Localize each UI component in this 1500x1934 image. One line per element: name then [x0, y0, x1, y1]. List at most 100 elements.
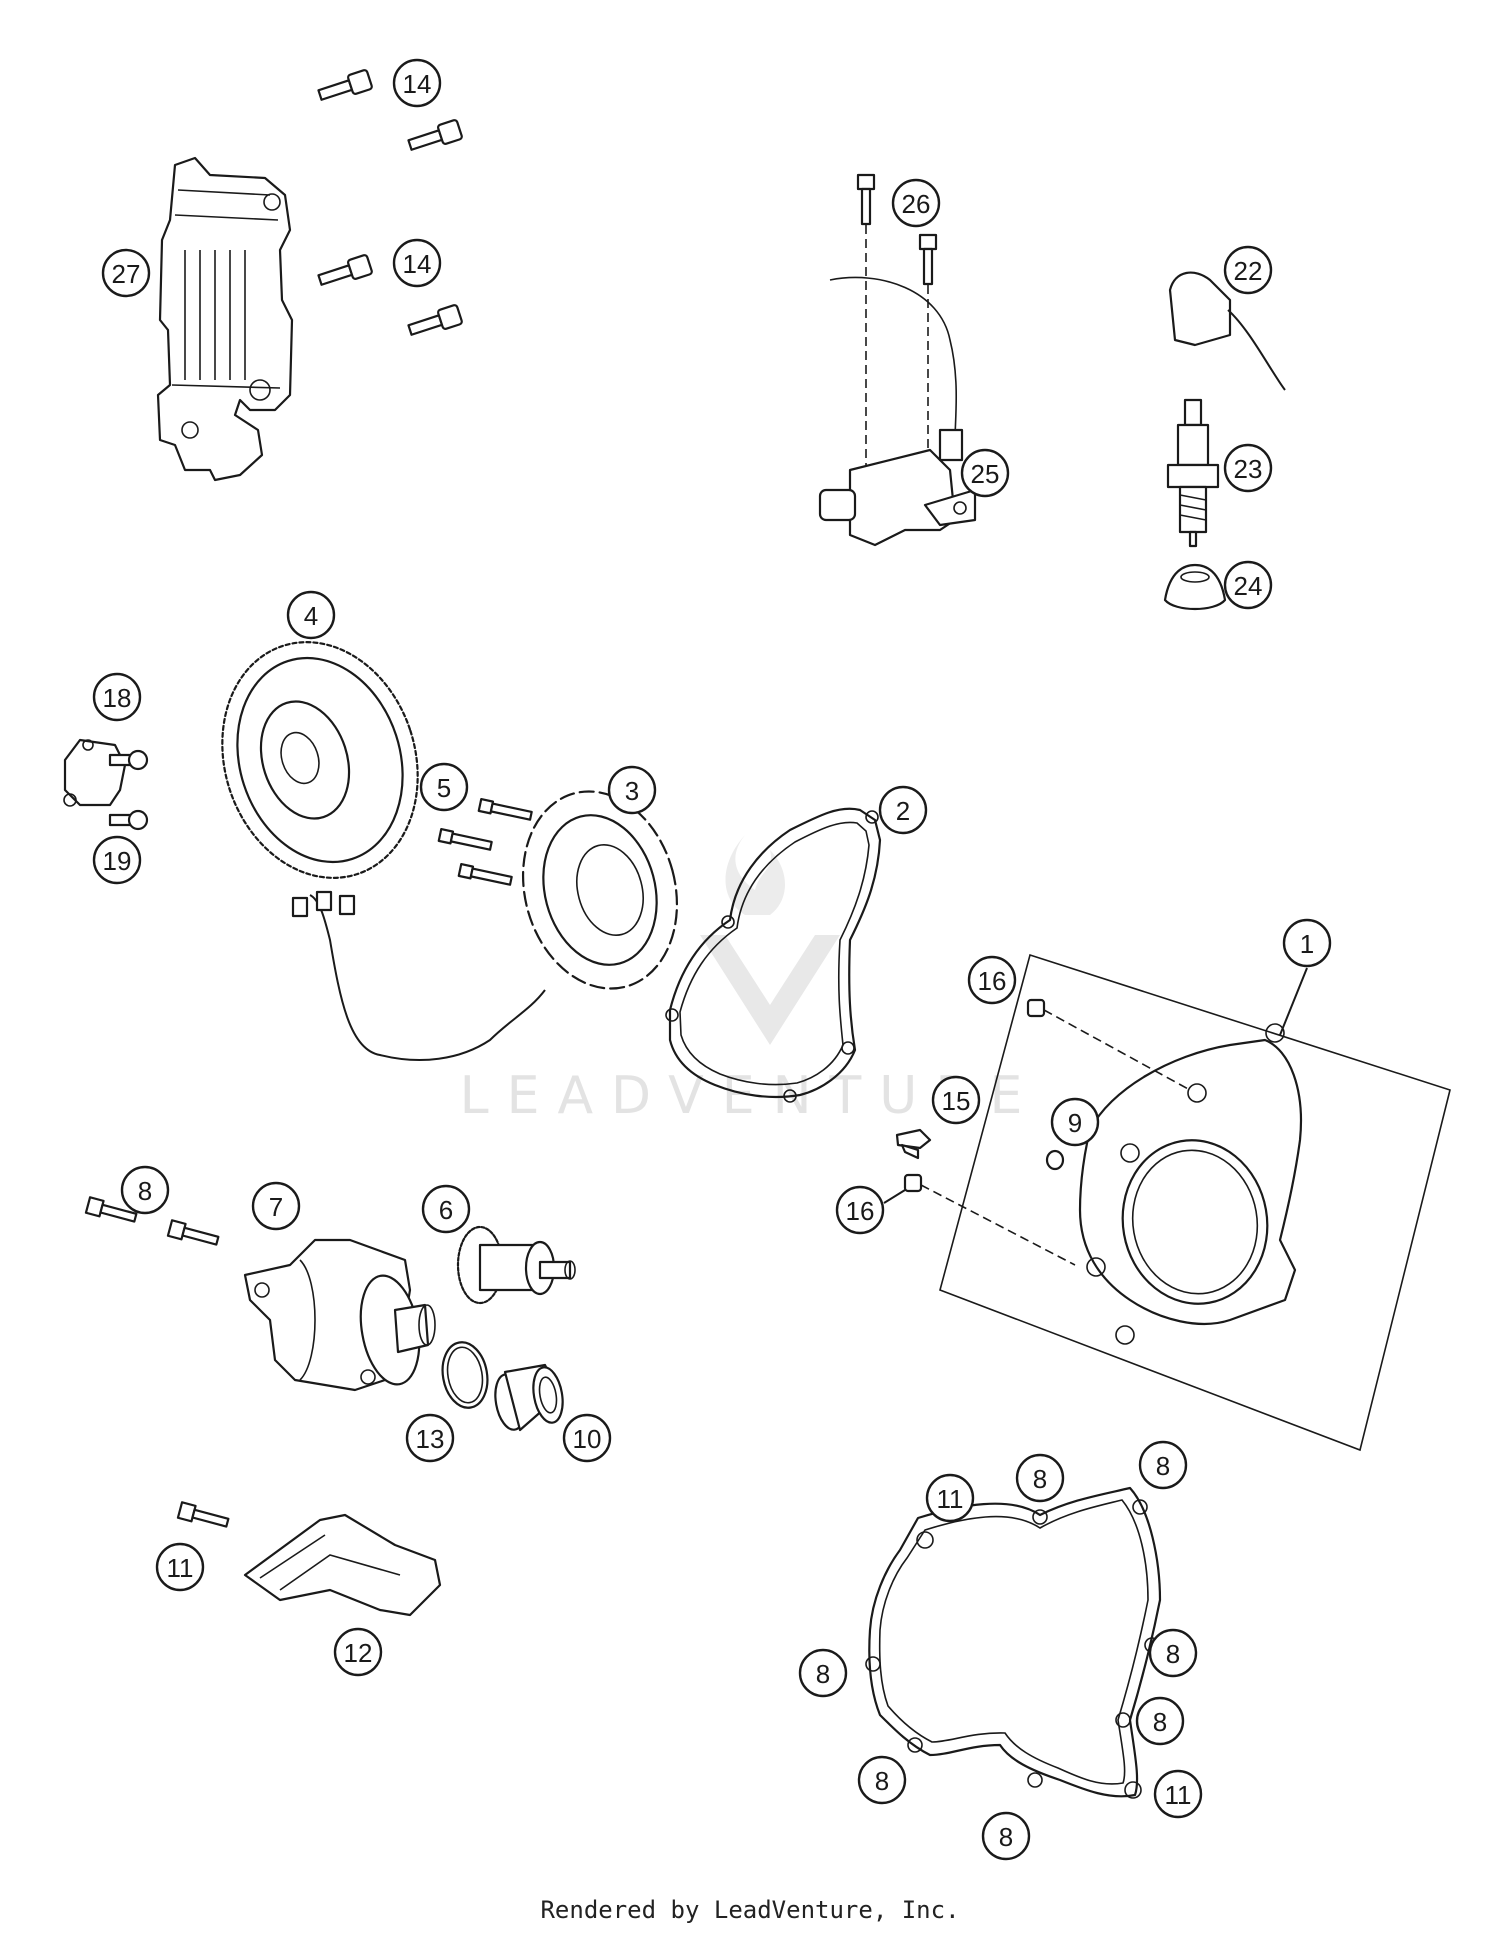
- callout-3[interactable]: 3: [607, 765, 657, 815]
- callout-label: 1: [1300, 929, 1314, 959]
- watermark-text: LEADVENTURE: [460, 1066, 1041, 1126]
- part-13-oring: [441, 1341, 489, 1409]
- callout-circle: [392, 58, 442, 108]
- callout-13[interactable]: 13: [405, 1413, 455, 1463]
- part-6-starter-gear: [456, 1225, 576, 1305]
- callout-circle: [1015, 1453, 1065, 1503]
- callout-circle: [421, 1184, 471, 1234]
- callout-circle: [1138, 1440, 1188, 1490]
- callout-10[interactable]: 10: [562, 1413, 612, 1463]
- callout-16[interactable]: 16: [835, 1185, 885, 1235]
- callout-8[interactable]: 8: [981, 1811, 1031, 1861]
- callout-18[interactable]: 18: [92, 672, 142, 722]
- callout-label: 15: [942, 1086, 971, 1116]
- callout-14[interactable]: 14: [392, 58, 442, 108]
- callout-9[interactable]: 9: [1050, 1097, 1100, 1147]
- callout-label: 8: [1153, 1707, 1167, 1737]
- part-18-sensor: [63, 738, 127, 807]
- part-11-screw: [176, 1501, 230, 1528]
- callout-circle: [419, 762, 469, 812]
- callout-23[interactable]: 23: [1223, 443, 1273, 493]
- cover-gasket: [865, 1486, 1162, 1799]
- callout-label: 7: [269, 1192, 283, 1222]
- callout-8[interactable]: 8: [1135, 1696, 1185, 1746]
- leadventure-watermark: LEADVENTURE: [460, 835, 1041, 1126]
- callout-label: 5: [437, 773, 451, 803]
- callout-circle: [120, 1165, 170, 1215]
- callout-circle: [1153, 1769, 1203, 1819]
- callout-26[interactable]: 26: [891, 178, 941, 228]
- part-8-screws: [84, 1196, 220, 1246]
- callout-label: 19: [103, 846, 132, 876]
- part-12-starter-cover: [243, 1513, 442, 1617]
- part-27-bracket: [156, 156, 294, 482]
- callout-circle: [1223, 245, 1273, 295]
- callout-circle: [931, 1075, 981, 1125]
- part-25-ignition-coil: [818, 276, 977, 547]
- callout-7[interactable]: 7: [251, 1181, 301, 1231]
- callout-8[interactable]: 8: [1015, 1453, 1065, 1503]
- callout-1[interactable]: 1: [1282, 918, 1332, 968]
- part-4-flywheel: [221, 641, 419, 879]
- callout-14[interactable]: 14: [392, 238, 442, 288]
- callout-22[interactable]: 22: [1223, 245, 1273, 295]
- callout-11[interactable]: 11: [925, 1473, 975, 1523]
- callout-label: 10: [573, 1424, 602, 1454]
- callout-circle: [891, 178, 941, 228]
- callout-circle: [562, 1413, 612, 1463]
- callout-label: 8: [875, 1766, 889, 1796]
- callout-label: 24: [1234, 571, 1263, 601]
- callout-circle: [1135, 1696, 1185, 1746]
- callout-label: 6: [439, 1195, 453, 1225]
- callout-19[interactable]: 19: [92, 835, 142, 885]
- callout-8[interactable]: 8: [857, 1755, 907, 1805]
- part-19-screws: [108, 749, 149, 831]
- callout-label: 11: [937, 1484, 964, 1514]
- callout-8[interactable]: 8: [798, 1648, 848, 1698]
- callout-8[interactable]: 8: [120, 1165, 170, 1215]
- callout-circle: [798, 1648, 848, 1698]
- callout-15[interactable]: 15: [931, 1075, 981, 1125]
- part-23-spark-plug: [1166, 398, 1220, 548]
- part-16-dowels: [883, 998, 1191, 1266]
- callout-2[interactable]: 2: [878, 785, 928, 835]
- callout-25[interactable]: 25: [960, 448, 1010, 498]
- callout-circle: [155, 1542, 205, 1592]
- callout-11[interactable]: 11: [155, 1542, 205, 1592]
- callout-label: 18: [103, 683, 132, 713]
- callout-circle: [925, 1473, 975, 1523]
- callout-label: 3: [625, 776, 639, 806]
- part-26-bolts: [856, 173, 938, 500]
- callout-5[interactable]: 5: [419, 762, 469, 812]
- callout-label: 27: [112, 259, 141, 289]
- callout-label: 25: [971, 459, 1000, 489]
- callout-label: 9: [1068, 1108, 1082, 1138]
- callout-label: 2: [896, 796, 910, 826]
- callout-8[interactable]: 8: [1148, 1628, 1198, 1678]
- part-10-bushing: [494, 1363, 564, 1432]
- part-24-seal: [1163, 563, 1227, 610]
- callout-circle: [101, 248, 151, 298]
- callout-circle: [607, 765, 657, 815]
- callout-11[interactable]: 11: [1153, 1769, 1203, 1819]
- callout-label: 13: [416, 1424, 445, 1454]
- callout-circle: [92, 672, 142, 722]
- callout-16[interactable]: 16: [967, 955, 1017, 1005]
- callout-6[interactable]: 6: [421, 1184, 471, 1234]
- part-7-starter-motor: [243, 1238, 436, 1392]
- callout-12[interactable]: 12: [333, 1627, 383, 1677]
- callout-label: 8: [816, 1659, 830, 1689]
- part-3-stator: [291, 790, 679, 1061]
- callout-circle: [960, 448, 1010, 498]
- callout-label: 11: [1165, 1780, 1192, 1810]
- callout-24[interactable]: 24: [1223, 560, 1273, 610]
- callout-27[interactable]: 27: [101, 248, 151, 298]
- part-1-cover: [1078, 1023, 1302, 1345]
- callout-label: 14: [403, 69, 432, 99]
- callout-4[interactable]: 4: [286, 590, 336, 640]
- callout-circle: [835, 1185, 885, 1235]
- callout-8[interactable]: 8: [1138, 1440, 1188, 1490]
- callout-circle: [981, 1811, 1031, 1861]
- callout-circle: [878, 785, 928, 835]
